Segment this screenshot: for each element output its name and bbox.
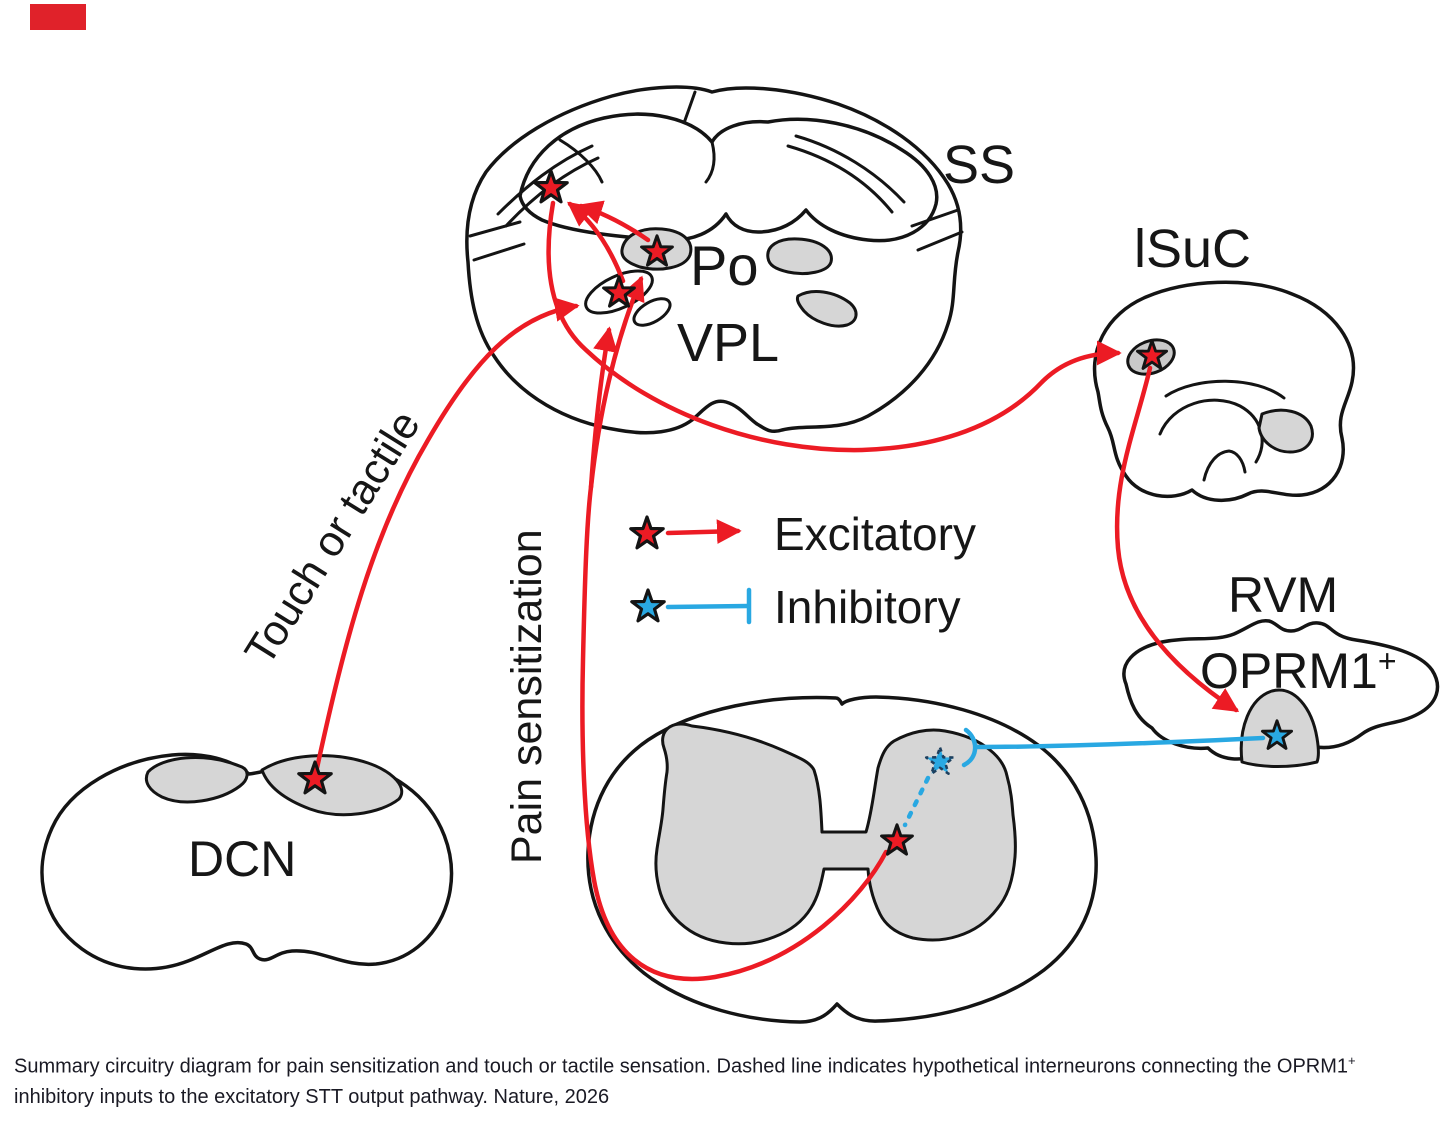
lsuc-arch [1158, 398, 1264, 464]
connection-lsuc-to-rvm [1114, 365, 1240, 713]
cortex-rim-mark-right-2 [916, 230, 964, 252]
connection-rvm-to-interneuron [973, 735, 1266, 750]
label-dcn: DCN [188, 831, 296, 887]
caption-superscript-plus: + [1348, 1053, 1356, 1068]
connection-interneuron-to-stt-dashed [902, 775, 931, 828]
legend-inhibitory-star-icon [630, 588, 666, 623]
dcn-gray-lobe-right [260, 754, 404, 817]
label-po: Po [690, 234, 759, 297]
cortex-rim-mark-left-2 [472, 242, 526, 262]
dcn-section [40, 752, 454, 971]
label-oprm1: OPRM1+ [1200, 643, 1397, 699]
legend-inhibitory-line-icon [665, 603, 751, 610]
hippocampus-fold-left [558, 138, 604, 184]
thalamic-sliver [795, 290, 858, 328]
label-ss: SS [943, 135, 1015, 195]
hippocampus-fold-center [704, 140, 716, 184]
cortex-rim-mark-right-1 [910, 208, 960, 228]
legend-inhibitory-label: Inhibitory [774, 581, 961, 633]
legend-excitatory-star-icon [629, 515, 665, 550]
label-touch-pathway: Touch or tactile [236, 403, 430, 674]
dcn-gray-lobe-left [144, 756, 249, 804]
legend-excitatory-arrow-icon [665, 519, 742, 544]
lsuc-outline [1092, 280, 1356, 502]
legend: Excitatory Inhibitory [629, 508, 976, 633]
lsuc-section [1092, 280, 1356, 502]
label-oprm1-base: OPRM1 [1200, 643, 1378, 699]
label-lsuc: lSuC [1134, 219, 1251, 279]
vpl-nucleus-tail [632, 297, 672, 327]
label-vpl: VPL [677, 313, 779, 373]
white-matter-band-right-2 [794, 134, 906, 204]
thalamic-nucleus-right [766, 237, 833, 276]
white-matter-band-right-1 [786, 144, 894, 214]
legend-excitatory-label: Excitatory [774, 508, 976, 560]
connection-ss-to-lsuc [546, 200, 1122, 453]
caption-text-before: Summary circuitry diagram for pain sensi… [14, 1055, 1349, 1078]
cortex-rim-mark-left-1 [468, 220, 522, 238]
lsuc-inner-v [1202, 449, 1247, 482]
brain-section-thalamus [465, 85, 964, 435]
label-pain-pathway: Pain sensitization [503, 529, 551, 864]
lsuc-canal-arc [1164, 379, 1286, 400]
connection-po-to-ss [577, 200, 651, 243]
connection-dcn-to-vpl [314, 297, 580, 771]
label-oprm1-sup: + [1378, 643, 1397, 679]
caption-text-after: inhibitory inputs to the excitatory STT … [14, 1085, 610, 1108]
label-rvm: RVM [1228, 567, 1338, 623]
white-matter-band-left-1 [496, 144, 594, 216]
lsuc-gray-sliver [1257, 408, 1314, 454]
red-corner-mark [30, 4, 86, 30]
inhibitory-tbar [961, 727, 978, 768]
figure-caption: Summary circuitry diagram for pain sensi… [14, 1046, 1438, 1112]
